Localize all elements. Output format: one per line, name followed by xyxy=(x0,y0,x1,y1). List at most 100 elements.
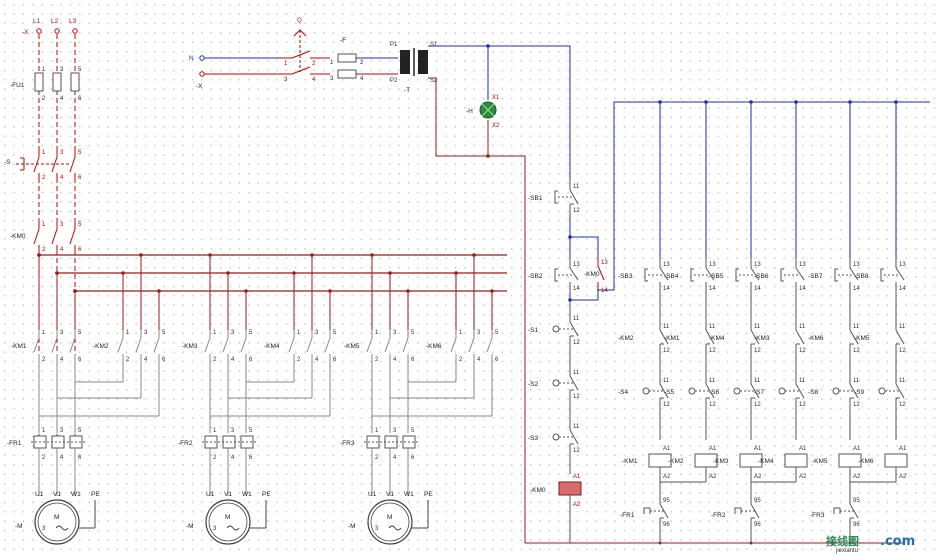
motor-terminal: U1 xyxy=(206,491,215,498)
terminal-number: 1 xyxy=(297,330,301,336)
terminal-number: 4 xyxy=(144,357,148,363)
terminal-number: 6 xyxy=(162,357,166,363)
terminal-number: 2 xyxy=(297,357,301,363)
terminal-number: 96 xyxy=(754,522,761,528)
terminal-number: 11 xyxy=(853,378,860,384)
main-switch-label: -S xyxy=(4,159,11,166)
motor-terminal: W1 xyxy=(71,491,81,498)
terminal-number: 14 xyxy=(899,286,906,292)
terminal-number: 14 xyxy=(853,286,860,292)
terminal-number: 13 xyxy=(754,262,761,268)
svg-text:3: 3 xyxy=(284,77,288,83)
terminal-number: 11 xyxy=(754,378,761,384)
contact-label: -SB1 xyxy=(528,195,543,202)
motor-terminal: PE xyxy=(424,491,433,498)
svg-text:2: 2 xyxy=(312,61,316,67)
svg-text:3: 3 xyxy=(60,150,64,156)
svg-text:5: 5 xyxy=(78,67,82,73)
terminal-number: 3 xyxy=(231,428,235,434)
motor-phases: 3 xyxy=(213,526,217,532)
terminal-number: 11 xyxy=(899,378,906,384)
motor-terminal: U1 xyxy=(368,491,377,498)
terminal-number: A1 xyxy=(709,446,717,452)
overload-label: -FR2 xyxy=(178,440,193,447)
terminal-l1 xyxy=(36,28,42,34)
terminal-number: 11 xyxy=(899,324,906,330)
svg-text:Q: Q xyxy=(297,18,302,24)
terminal-number: 12 xyxy=(573,340,580,346)
terminal-number: 11 xyxy=(709,324,716,330)
overload-label: -FR1 xyxy=(7,440,22,447)
motor-label: -M xyxy=(348,523,356,530)
terminal-number: 12 xyxy=(754,348,761,354)
terminal-number: 5 xyxy=(162,330,166,336)
contact-label: -S1 xyxy=(528,327,539,334)
motor-label: -M xyxy=(15,523,23,530)
terminal-number: 2 xyxy=(213,357,217,363)
svg-text:1: 1 xyxy=(330,60,334,66)
terminal-number: 1 xyxy=(375,428,379,434)
ctrl-fuse-label: -F xyxy=(340,37,346,44)
contact-label: -SB5 xyxy=(709,273,724,280)
svg-text:X1: X1 xyxy=(492,95,500,101)
svg-text:3: 3 xyxy=(60,222,64,228)
terminal-number: 95 xyxy=(754,498,761,504)
terminal-number: 6 xyxy=(249,357,253,363)
terminal-number: 4 xyxy=(231,357,235,363)
contact-label: -SB4 xyxy=(664,273,679,280)
fuse-fu1: -FU1 1 3 5 2 4 6 xyxy=(10,67,82,102)
contact-label: -S9 xyxy=(854,389,865,396)
ctrl-terminal-label: -X xyxy=(196,83,203,90)
control-switch: 1 2 3 4 Q xyxy=(282,18,330,83)
terminal-number: 6 xyxy=(411,357,415,363)
coil-label: -KM0 xyxy=(530,487,546,494)
terminal-number: 11 xyxy=(853,324,860,330)
neutral-label: N xyxy=(189,55,194,62)
terminal-number: A2 xyxy=(853,474,861,480)
motor-phases: 3 xyxy=(375,526,379,532)
phase-l2-label: L2 xyxy=(51,18,59,25)
terminal-number: 11 xyxy=(573,184,580,190)
contact-label: -KM3 xyxy=(754,335,770,342)
motor-symbol: M xyxy=(387,514,392,521)
terminal-number: 5 xyxy=(78,428,82,434)
svg-text:1: 1 xyxy=(42,67,46,73)
terminal-number: 5 xyxy=(249,330,253,336)
main-contactor-label: -KM0 xyxy=(10,233,26,240)
watermark-sub: jiexiantu xyxy=(835,548,858,554)
terminal-number: 96 xyxy=(663,522,670,528)
terminal-number: 11 xyxy=(799,378,806,384)
terminal-number: 2 xyxy=(213,455,217,461)
coil-label: -KM3 xyxy=(713,458,729,465)
terminal-number: 96 xyxy=(853,522,860,528)
svg-text:6: 6 xyxy=(78,175,82,181)
watermark-text: 接线图 xyxy=(826,534,859,548)
watermark-site: .com xyxy=(880,534,915,549)
contact-label: -SB3 xyxy=(618,273,633,280)
svg-text:5: 5 xyxy=(78,222,82,228)
terminal-number: 95 xyxy=(663,498,670,504)
motor-terminal: U1 xyxy=(35,491,44,498)
contact-label: -KM1 xyxy=(664,335,680,342)
terminal-number: 6 xyxy=(333,357,337,363)
terminal-number: 2 xyxy=(375,455,379,461)
svg-text:6: 6 xyxy=(78,96,82,102)
svg-text:P2: P2 xyxy=(390,78,398,84)
terminal-number: 5 xyxy=(78,330,82,336)
terminal-number: 1 xyxy=(213,330,217,336)
